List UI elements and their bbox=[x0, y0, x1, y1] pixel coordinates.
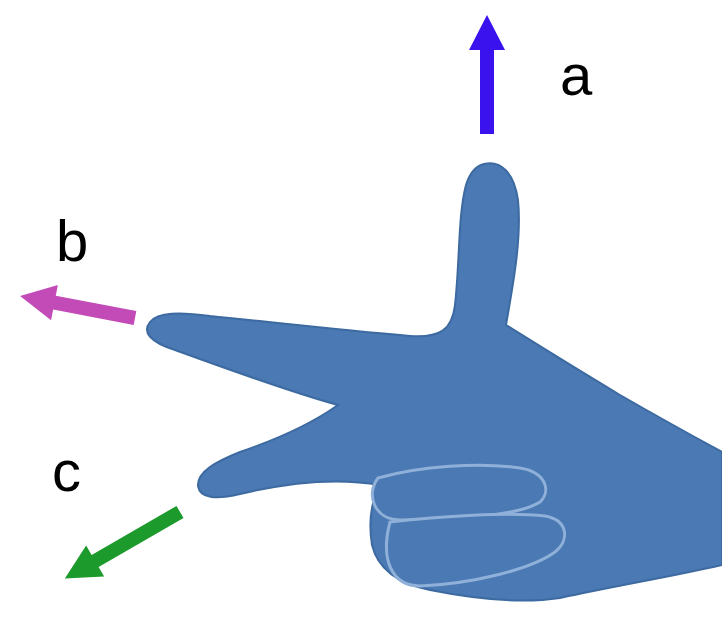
arrow-a bbox=[469, 15, 505, 134]
curled-finger bbox=[372, 465, 545, 520]
arrow-label: b bbox=[48, 210, 96, 272]
arrow-label: c bbox=[44, 440, 89, 502]
curled-finger bbox=[387, 514, 565, 586]
arrow-c bbox=[56, 496, 189, 594]
hand bbox=[147, 163, 722, 600]
arrow-b bbox=[17, 278, 139, 335]
arrow-label: a bbox=[552, 44, 600, 106]
